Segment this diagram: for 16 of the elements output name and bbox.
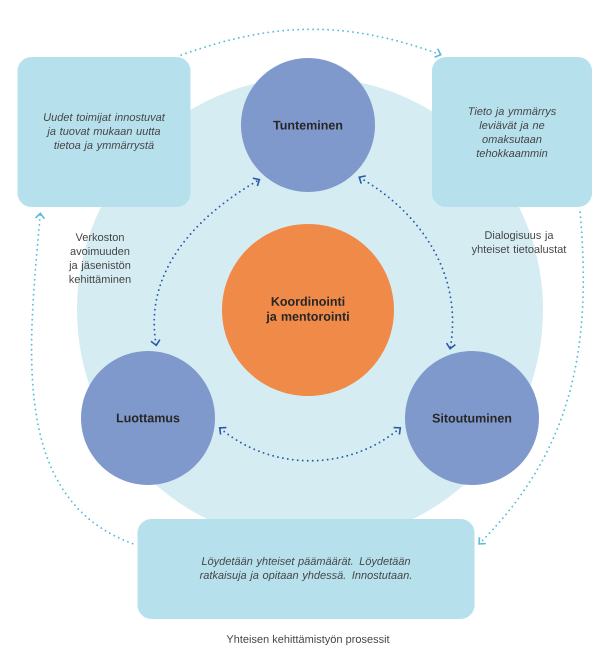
arrow	[180, 28, 442, 58]
caption: Yhteisen kehittämistyön prosessit	[226, 634, 390, 646]
text-box: Uudet toimijat innostuvat ja tuovat mukaan uutta tietoa ja ymmärrystä	[18, 57, 190, 207]
arrow	[30, 212, 134, 545]
arrow	[478, 211, 584, 545]
text-box: Löydetään yhteiset päämäärät. Löydetään ratkaisuja ja opitaan yhdessä. Innostutaan.	[138, 519, 474, 619]
circle-node: Sitoutuminen	[405, 351, 539, 485]
circle-node: Tunteminen	[241, 58, 375, 192]
side-note: Dialogisuus ja yhteiset tietoalustat	[472, 230, 566, 256]
arrow	[218, 426, 402, 462]
side-note: Verkoston avoimuuden ja jäsenistön kehittäminen	[68, 232, 130, 284]
circle-node: Koordinointi ja mentorointi	[222, 224, 394, 396]
arrow	[358, 175, 456, 350]
text-box: Tieto ja ymmärrys leviävät ja ne omaksutaan tehokkaammin	[432, 57, 592, 207]
arrow	[150, 177, 260, 347]
circle-node: Luottamus	[81, 351, 215, 485]
